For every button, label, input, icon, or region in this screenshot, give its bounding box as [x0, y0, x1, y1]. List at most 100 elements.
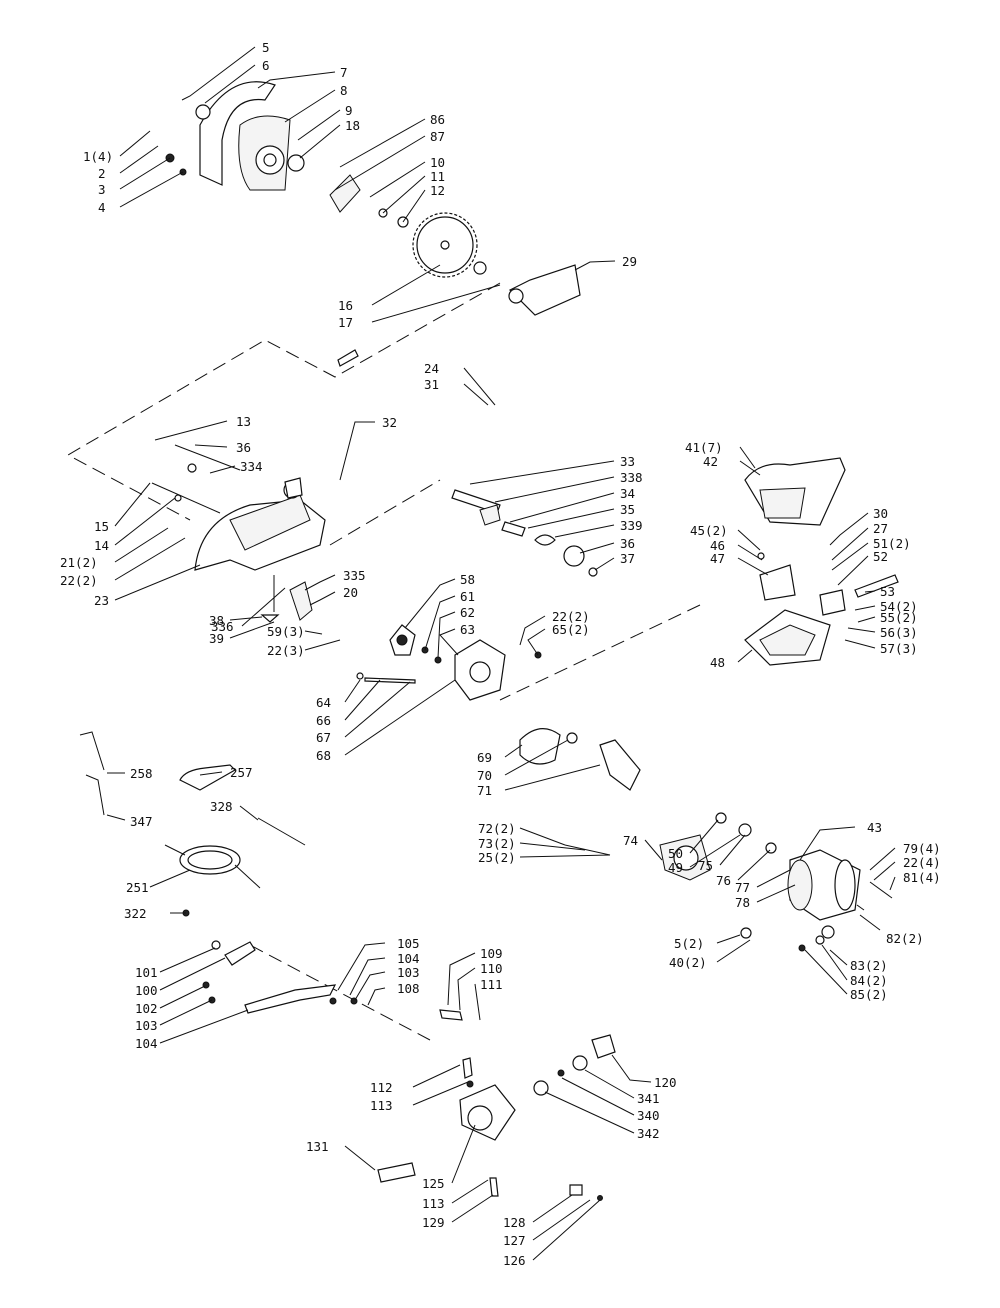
- part-label: 258: [130, 766, 153, 781]
- part-label: 10: [430, 155, 445, 170]
- part-label: 76: [716, 873, 731, 888]
- part-label: 65(2): [552, 622, 590, 637]
- part-label: 17: [338, 315, 353, 330]
- part-label: 73(2): [478, 836, 516, 851]
- part-label: 22(4): [903, 855, 941, 870]
- motor-housing: [740, 849, 893, 952]
- part-label: 127: [503, 1233, 526, 1248]
- part-label: 58: [460, 572, 475, 587]
- part-label: 112: [370, 1080, 393, 1095]
- lower-guard-and-housing: [151, 349, 359, 623]
- part-label: 3: [98, 182, 106, 197]
- part-label: 31: [424, 377, 439, 392]
- part-label: 101: [135, 965, 158, 980]
- part-label: 334: [240, 459, 263, 474]
- part-label: 84(2): [850, 973, 888, 988]
- part-label: 29: [622, 254, 637, 269]
- part-label: 46: [710, 538, 725, 553]
- part-label: 7: [340, 65, 348, 80]
- part-label: 108: [397, 981, 420, 996]
- part-label: 61: [460, 589, 475, 604]
- part-label: 21(2): [60, 555, 98, 570]
- part-label: 338: [620, 470, 643, 485]
- part-label: 70: [477, 768, 492, 783]
- part-label: 72(2): [478, 821, 516, 836]
- part-label: 340: [637, 1108, 660, 1123]
- part-label: 41(7): [685, 440, 723, 455]
- part-label: 24: [424, 361, 439, 376]
- part-label: 71: [477, 783, 492, 798]
- part-label: 81(4): [903, 870, 941, 885]
- part-label: 8: [340, 83, 348, 98]
- part-label: 83(2): [850, 958, 888, 973]
- part-label: 79(4): [903, 841, 941, 856]
- gear-housing: [356, 624, 542, 701]
- part-label: 82(2): [886, 931, 924, 946]
- part-label: 18: [345, 118, 360, 133]
- part-label: 2: [98, 166, 106, 181]
- part-label: 105: [397, 936, 420, 951]
- part-label: 78: [735, 895, 750, 910]
- blade-guard-assembly: [165, 81, 409, 228]
- part-label: 347: [130, 814, 153, 829]
- part-label: 37: [620, 551, 635, 566]
- part-label: 104: [397, 951, 420, 966]
- part-label: 30: [873, 506, 888, 521]
- part-label: 335: [343, 568, 366, 583]
- part-label: 39: [209, 631, 224, 646]
- part-label: 36: [620, 536, 635, 551]
- part-label: 87: [430, 129, 445, 144]
- part-label: 129: [422, 1215, 445, 1230]
- part-label: 113: [422, 1196, 445, 1211]
- part-label: 32: [382, 415, 397, 430]
- part-label: 74: [623, 833, 638, 848]
- part-label: 45(2): [690, 523, 728, 538]
- part-label: 85(2): [850, 987, 888, 1002]
- part-label: 51(2): [873, 536, 911, 551]
- part-label: 22(2): [60, 573, 98, 588]
- part-label: 67: [316, 730, 331, 745]
- motor-armature-and-field: [519, 728, 777, 881]
- part-label: 35: [620, 502, 635, 517]
- part-label: 6: [262, 58, 270, 73]
- part-label: 64: [316, 695, 331, 710]
- part-label: 23: [94, 593, 109, 608]
- part-label: 27: [873, 521, 888, 536]
- part-label: 103: [397, 965, 420, 980]
- part-label: 131: [306, 1139, 329, 1154]
- part-label: 34: [620, 486, 635, 501]
- assembly-dashed-lines: [66, 282, 701, 1041]
- part-label: 59(3): [267, 624, 305, 639]
- part-label: 68: [316, 748, 331, 763]
- part-label: 103: [135, 1018, 158, 1033]
- part-label: 69: [477, 750, 492, 765]
- part-label: 15: [94, 519, 109, 534]
- part-label: 104: [135, 1036, 158, 1051]
- part-label: 22(2): [552, 609, 590, 624]
- part-label: 47: [710, 551, 725, 566]
- spindle-spring-parts: [451, 489, 598, 577]
- part-label: 100: [135, 983, 158, 998]
- part-label: 36: [236, 440, 251, 455]
- part-label: 336: [211, 619, 234, 634]
- part-label: 14: [94, 538, 109, 553]
- part-label: 111: [480, 977, 503, 992]
- part-label: 38: [209, 613, 224, 628]
- leader-lines: [106, 46, 896, 1261]
- part-label: 66: [316, 713, 331, 728]
- part-label: 16: [338, 298, 353, 313]
- part-label: 77: [735, 880, 750, 895]
- handle-assembly: [744, 457, 899, 666]
- part-label: 48: [710, 655, 725, 670]
- part-label: 251: [126, 880, 149, 895]
- part-label: 20: [343, 585, 358, 600]
- part-label: 42: [703, 454, 718, 469]
- part-label: 13: [236, 414, 251, 429]
- part-label: 1(4): [83, 149, 113, 164]
- part-label: 57(3): [880, 641, 918, 656]
- part-label: 55(2): [880, 610, 918, 625]
- part-label: 54(2): [880, 599, 918, 614]
- part-label: 4: [98, 200, 106, 215]
